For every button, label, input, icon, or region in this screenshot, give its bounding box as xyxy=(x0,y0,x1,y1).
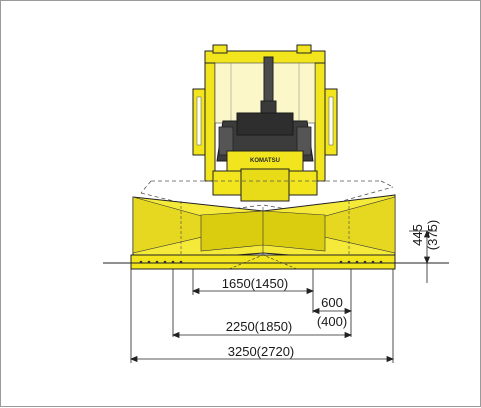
dim-shoe-width: 600 xyxy=(321,295,343,310)
dim-track-gauge: 1650(1450) xyxy=(222,276,289,291)
dim-blade-height-alt: (375) xyxy=(425,220,440,250)
dozer-blade xyxy=(132,194,396,267)
dimension-lines xyxy=(129,229,437,363)
exhaust-stack xyxy=(260,56,277,114)
dim-blade-height: 445 xyxy=(410,224,425,246)
dim-blade-width: 3250(2720) xyxy=(228,344,295,359)
lower-frame xyxy=(212,168,318,202)
dim-overall-width-tracks: 2250(1850) xyxy=(226,319,293,334)
track-bottom xyxy=(130,254,396,270)
engine-block xyxy=(216,112,314,174)
brand-label: KOMATSU xyxy=(250,158,280,164)
side-guards xyxy=(192,88,338,156)
dim-shoe-width-alt: (400) xyxy=(317,314,347,329)
